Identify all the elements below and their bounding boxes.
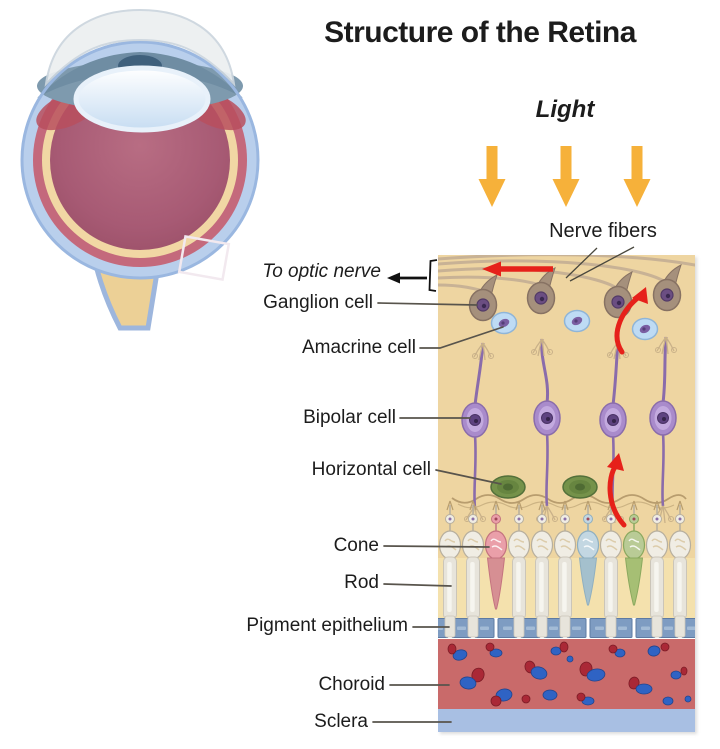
label-rod: Rod [344, 572, 379, 593]
zoom-region-box [177, 235, 231, 281]
sclera-layer [438, 709, 695, 732]
photoreceptor-cells [438, 500, 692, 620]
horizontal-cell-roots [451, 494, 687, 509]
signal-direction-arrows [482, 261, 648, 528]
label-choroid: Choroid [318, 674, 385, 695]
iris-crescent [37, 52, 243, 98]
lens [73, 65, 211, 133]
label-ganglion-cell: Ganglion cell [263, 292, 373, 313]
amacrine-cells [490, 309, 659, 341]
light-arrows [478, 146, 651, 207]
nerve-fibers-label: Nerve fibers [549, 220, 657, 242]
label-sclera: Sclera [314, 711, 368, 732]
label-to-optic-nerve: To optic nerve [262, 261, 381, 282]
label-horizontal-cell: Horizontal cell [311, 459, 431, 480]
eye-outline-ring [20, 40, 260, 280]
light-label: Light [535, 96, 595, 123]
light-arrow-icon [623, 146, 651, 207]
choroid-blood-vessels [447, 641, 692, 707]
light-arrow-icon [552, 146, 580, 207]
page-title: Structure of the Retina [324, 16, 636, 49]
pigment-epithelium-row [438, 615, 695, 639]
cornea [44, 8, 236, 87]
to-optic-nerve-arrow [387, 259, 438, 292]
label-bipolar-cell: Bipolar cell [303, 407, 396, 428]
label-amacrine-cell: Amacrine cell [301, 337, 416, 358]
retina-layers-panel [438, 255, 695, 732]
label-cone: Cone [333, 535, 379, 556]
bipolar-cells [461, 336, 677, 509]
eye-cross-section-illustration [20, 8, 260, 331]
label-pigment-epithelium: Pigment epithelium [246, 615, 408, 636]
ganglion-cells [468, 264, 682, 322]
light-arrow-icon [478, 146, 506, 207]
fiber-bundle-bracket [428, 259, 438, 292]
